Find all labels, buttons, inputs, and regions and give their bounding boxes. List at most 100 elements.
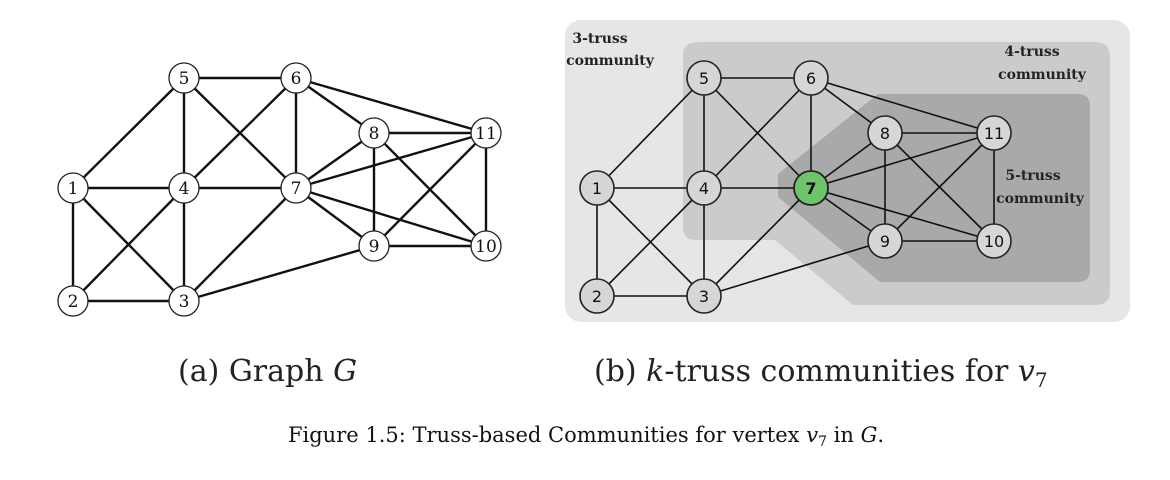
panel-b-node-10: 10: [976, 223, 1012, 259]
panel-b-node-circle-6: [793, 60, 829, 96]
panel-b-node-circle-11: [976, 115, 1012, 151]
panel-a-node-5: 5: [168, 62, 200, 94]
panel-b-node-label-1: 1: [592, 179, 602, 198]
panel-a-node-label-3: 3: [179, 292, 190, 312]
panel-a-node-circle-2: [57, 285, 89, 317]
region-label-5-truss-community: community: [996, 191, 1085, 207]
panel-b-node-circle-8: [867, 115, 903, 151]
panel-a-node-11: 11: [470, 117, 502, 149]
figure-caption: Figure 1.5: Truss-based Communities for …: [288, 423, 884, 450]
panel-a-edge-7-9: [295, 187, 375, 247]
panel-b-node-7: 7: [793, 170, 829, 206]
panel-b-regions: 3-truss community 4-truss community 5-tr…: [565, 20, 1130, 322]
panel-a-node-circle-8: [358, 117, 390, 149]
panel-b-node-9: 9: [867, 223, 903, 259]
panel-b-node-8: 8: [867, 115, 903, 151]
panel-b-node-circle-3: [686, 278, 722, 314]
panel-a-node-3: 3: [168, 285, 200, 317]
panel-b-node-circle-2: [579, 278, 615, 314]
panel-a-edge-9-11: [373, 132, 487, 247]
panel-b-node-label-2: 2: [592, 287, 602, 306]
region-5-truss: [778, 94, 1090, 282]
region-label-4-truss: 4-truss: [1004, 44, 1059, 60]
panel-a-node-circle-6: [280, 62, 312, 94]
panel-b-node-circle-10: [976, 223, 1012, 259]
panel-a-node-4: 4: [168, 172, 200, 204]
panel-a-node-8: 8: [358, 117, 390, 149]
panel-b-node-label-5: 5: [699, 69, 709, 88]
panel-a-nodes: 1 2 3 4 5 6 7 8 9 10 11: [57, 62, 502, 317]
panel-b-edge-2-4: [596, 187, 705, 297]
panel-b-node-label-11: 11: [984, 124, 1004, 143]
panel-b-node-2: 2: [579, 278, 615, 314]
panel-a-node-label-9: 9: [369, 237, 380, 257]
panel-a-node-label-1: 1: [68, 179, 79, 199]
panel-a-node-label-5: 5: [179, 69, 190, 89]
panel-a-edge-3-9: [183, 244, 375, 303]
panel-a-node-circle-4: [168, 172, 200, 204]
panel-a-node-circle-9: [358, 230, 390, 262]
panel-b-node-4: 4: [686, 170, 722, 206]
panel-a-node-label-2: 2: [68, 292, 79, 312]
panel-b-node-label-7: 7: [805, 179, 816, 198]
subcaption-a: (a) Graph G: [178, 354, 357, 389]
panel-b-node-circle-7: [793, 170, 829, 206]
panel-b-node-3: 3: [686, 278, 722, 314]
panel-b-node-5: 5: [686, 60, 722, 96]
panel-b-edge-7-10: [810, 187, 995, 242]
panel-a-node-9: 9: [358, 230, 390, 262]
panel-a-node-10: 10: [470, 230, 502, 262]
panel-a-node-label-10: 10: [475, 237, 497, 257]
panel-b-edge-9-11: [884, 132, 995, 242]
panel-a-node-circle-1: [57, 172, 89, 204]
panel-a-node-label-4: 4: [179, 179, 190, 199]
panel-a-node-2: 2: [57, 285, 89, 317]
panel-a-node-label-6: 6: [291, 69, 302, 89]
region-label-4-truss-community: community: [998, 67, 1087, 83]
subcaption-b: (b) k-truss communities for v7: [594, 354, 1048, 392]
panel-a-edge-6-11: [295, 76, 487, 135]
panel-b-node-1: 1: [579, 170, 615, 206]
panel-a-node-label-11: 11: [475, 124, 497, 144]
panel-a-edge-7-8: [295, 132, 375, 189]
panel-a-node-circle-3: [168, 285, 200, 317]
panel-a-node-circle-5: [168, 62, 200, 94]
panel-a-edges: [71, 76, 488, 303]
panel-b-node-label-10: 10: [984, 232, 1004, 251]
panel-b-node-circle-5: [686, 60, 722, 96]
panel-b-node-6: 6: [793, 60, 829, 96]
panel-b-edge-5-7: [703, 77, 812, 189]
region-label-3-truss-community: community: [566, 53, 655, 69]
panel-a-edge-7-10: [295, 186, 487, 248]
panel-a-edge-6-8: [295, 77, 375, 134]
panel-a-edge-5-7: [183, 77, 297, 189]
panel-a-node-circle-10: [470, 230, 502, 262]
panel-b-edge-3-9: [703, 240, 886, 297]
panel-a-node-circle-7: [280, 172, 312, 204]
panel-b-edge-1-5: [596, 77, 705, 189]
panel-b-nodes: 1 2 3 4 5 6 7 8 9 10 11: [579, 60, 1012, 314]
panel-a-node-label-7: 7: [291, 179, 302, 199]
region-label-3-truss: 3-truss: [572, 31, 627, 47]
region-label-5-truss: 5-truss: [1005, 168, 1060, 184]
panel-b-node-label-9: 9: [880, 232, 890, 251]
panel-a-node-7: 7: [280, 172, 312, 204]
panel-a-node-6: 6: [280, 62, 312, 94]
panel-b-node-label-4: 4: [699, 179, 709, 198]
panel-b-node-circle-9: [867, 223, 903, 259]
panel-b-node-label-6: 6: [806, 69, 816, 88]
panel-a-node-circle-11: [470, 117, 502, 149]
panel-a-edge-2-4: [72, 187, 185, 302]
panel-a-edge-7-11: [295, 131, 487, 190]
panel-a-node-label-8: 8: [369, 124, 380, 144]
panel-b-node-circle-4: [686, 170, 722, 206]
panel-b-node-label-3: 3: [699, 287, 709, 306]
panel-b-edge-3-7: [703, 187, 812, 297]
panel-b-node-label-8: 8: [880, 124, 890, 143]
panel-b-node-circle-1: [579, 170, 615, 206]
panel-a-node-1: 1: [57, 172, 89, 204]
panel-b-edge-7-11: [810, 132, 995, 189]
panel-a-edge-3-7: [183, 187, 297, 302]
panel-a-edge-1-5: [72, 77, 185, 189]
